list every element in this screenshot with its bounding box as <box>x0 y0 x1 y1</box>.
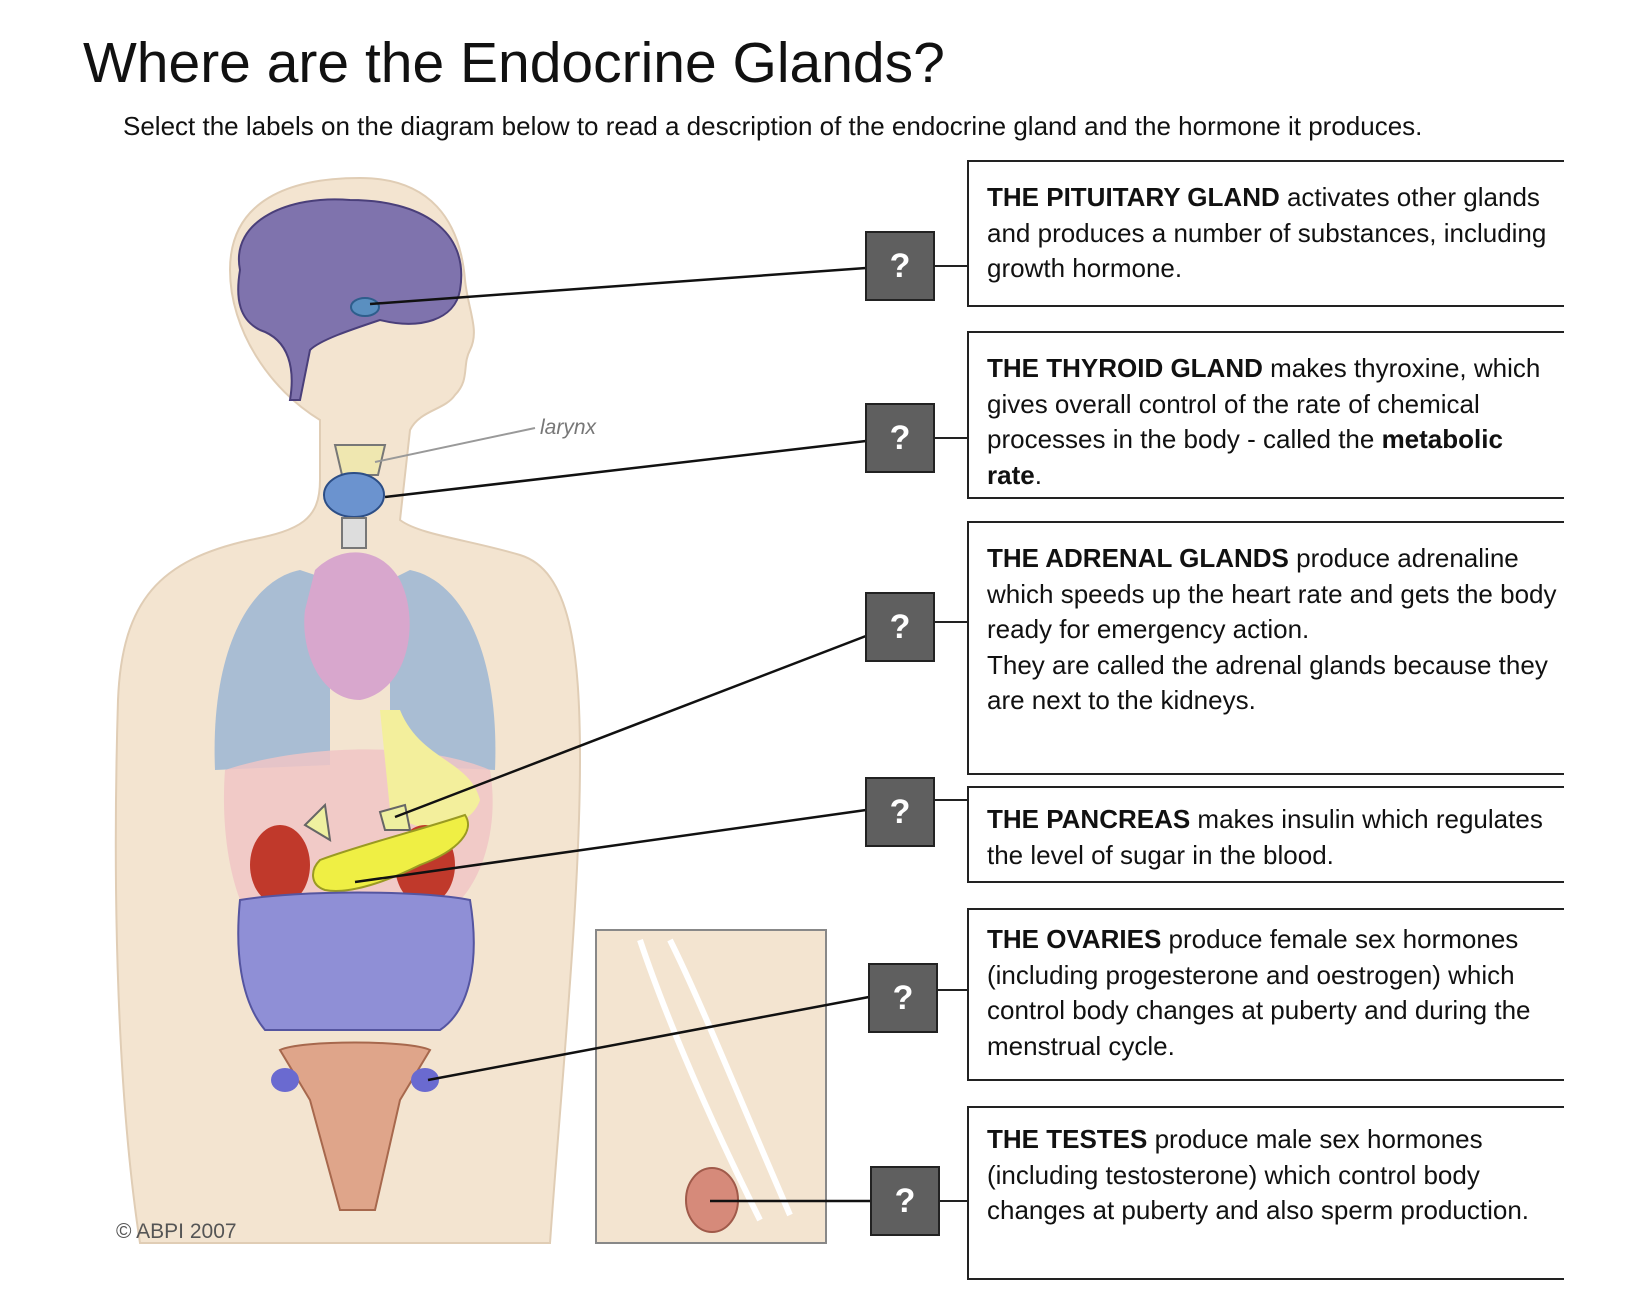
stomach <box>380 710 480 829</box>
ovaries-description: THE OVARIES produce female sex hormones … <box>967 908 1564 1081</box>
gland-text: activates other glands and produces a nu… <box>987 182 1547 283</box>
pituitary-label-button[interactable]: ? <box>865 231 935 301</box>
connector <box>935 621 967 623</box>
gland-text-end: . <box>1034 459 1042 490</box>
gland-text: produce female sex hormones (including p… <box>987 924 1531 1061</box>
gland-name: THE PANCREAS <box>987 804 1191 834</box>
thyroid-description: THE THYROID GLAND makes thyroxine, which… <box>967 331 1564 499</box>
ovary-right <box>411 1068 439 1092</box>
intestines <box>237 891 475 1031</box>
gland-name: THE PITUITARY GLAND <box>987 182 1280 212</box>
gland-name: THE THYROID GLAND <box>987 353 1263 383</box>
copyright: © ABPI 2007 <box>116 1220 237 1243</box>
gland-emphasis: metabolic rate <box>987 424 1503 490</box>
adrenal-description: THE ADRENAL GLANDS produce adrenaline wh… <box>967 521 1564 775</box>
adrenal-label-button[interactable]: ? <box>865 592 935 662</box>
connector <box>935 799 967 801</box>
thyroid-label-button[interactable]: ? <box>865 403 935 473</box>
pituitary-description: THE PITUITARY GLAND activates other glan… <box>967 160 1564 307</box>
ovaries-label-button[interactable]: ? <box>868 963 938 1033</box>
connector <box>935 265 967 267</box>
kidney-left <box>250 825 310 905</box>
larynx-shape <box>333 444 387 476</box>
connector <box>940 1200 967 1202</box>
testes-description: THE TESTES produce male sex hormones (in… <box>967 1106 1564 1280</box>
testes-label-button[interactable]: ? <box>870 1166 940 1236</box>
gland-name: THE TESTES <box>987 1124 1148 1154</box>
adrenal-gland-left <box>303 802 332 842</box>
lung-left <box>214 570 330 770</box>
gland-text: produce male sex hormones (including tes… <box>987 1124 1530 1225</box>
pancreas-description: THE PANCREAS makes insulin which regulat… <box>967 786 1564 883</box>
gland-text: makes thyroxine, which gives overall con… <box>987 353 1541 454</box>
brain <box>237 198 463 401</box>
connector <box>935 437 967 439</box>
pituitary-gland <box>350 297 380 317</box>
pancreas-label-button[interactable]: ? <box>865 777 935 847</box>
page-title: Where are the Endocrine Glands? <box>83 31 945 95</box>
pancreas <box>312 813 469 892</box>
heart <box>304 552 410 700</box>
gland-name: THE ADRENAL GLANDS <box>987 543 1289 573</box>
ovary-left <box>271 1068 299 1092</box>
uterus <box>278 1041 432 1211</box>
instructions: Select the labels on the diagram below t… <box>123 111 1423 141</box>
gland-text: produce adrenaline which speeds up the h… <box>987 543 1557 644</box>
gland-text: makes insulin which regulates the level … <box>987 804 1543 870</box>
lung-right <box>390 570 496 770</box>
thyroid-gland <box>323 472 385 518</box>
larynx-label: larynx <box>540 416 597 439</box>
connector <box>938 989 967 991</box>
gland-text-extra: They are called the adrenal glands becau… <box>987 649 1548 716</box>
adrenal-gland-right <box>378 803 412 831</box>
gland-name: THE OVARIES <box>987 924 1162 954</box>
